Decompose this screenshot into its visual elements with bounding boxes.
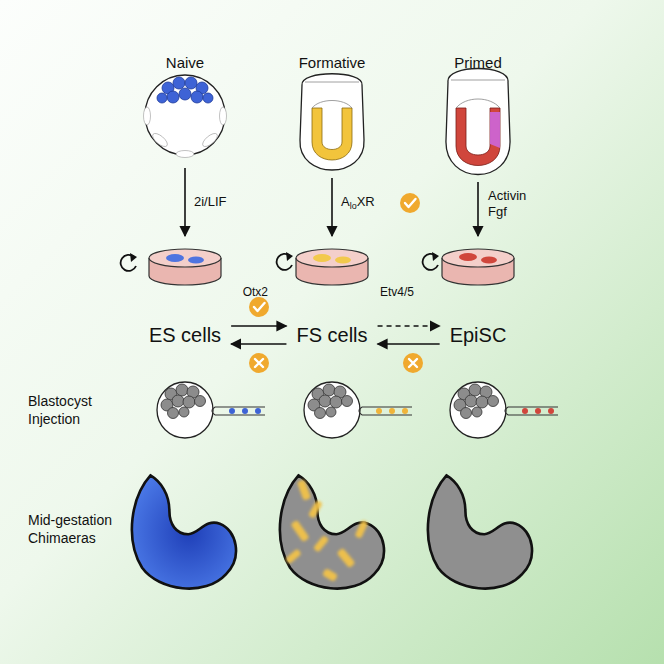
- condition-label: lo: [350, 201, 357, 211]
- culture-dish: [149, 249, 514, 285]
- stage-label: Formative: [299, 54, 366, 73]
- formative-embryo: [300, 74, 364, 170]
- conversion-arrow: [231, 343, 286, 345]
- stage-label: Naive: [166, 54, 204, 73]
- condition-label: 2i/LIF: [194, 194, 227, 210]
- gene-label: Etv4/5: [380, 285, 414, 300]
- conversion-arrow: [378, 325, 440, 327]
- check-icon: [400, 193, 420, 213]
- check-icon: [249, 297, 269, 317]
- stage-label: Primed: [454, 54, 502, 73]
- cell-line-label: EpiSC: [446, 322, 511, 349]
- label-group: AloXR: [341, 194, 375, 211]
- chimaera-embryo: [132, 475, 532, 588]
- row-label: Mid-gestation Chimaeras: [28, 512, 120, 547]
- conversion-arrow: [378, 343, 440, 345]
- cell-line-label: ES cells: [145, 322, 225, 349]
- self-renewal-arrow: [121, 252, 439, 271]
- row-label: Blastocyst Injection: [28, 393, 112, 428]
- cell-line-label: FS cells: [292, 322, 371, 349]
- gene-label: Otx2: [243, 285, 268, 300]
- cross-icon: [403, 353, 423, 373]
- node-text: ES cells: [149, 324, 221, 346]
- primed-embryo: [446, 69, 510, 175]
- naive-embryo: [144, 75, 227, 158]
- cross-icon: [249, 353, 269, 373]
- condition-label: XR: [357, 194, 375, 209]
- blastocyst-injection: [157, 382, 558, 438]
- derivation-arrow: [185, 168, 478, 236]
- node-text: FS cells: [296, 324, 367, 346]
- condition-label: A: [341, 194, 350, 209]
- node-text: EpiSC: [450, 324, 507, 346]
- conversion-arrow: [231, 325, 286, 327]
- condition-label: Activin Fgf: [488, 188, 538, 221]
